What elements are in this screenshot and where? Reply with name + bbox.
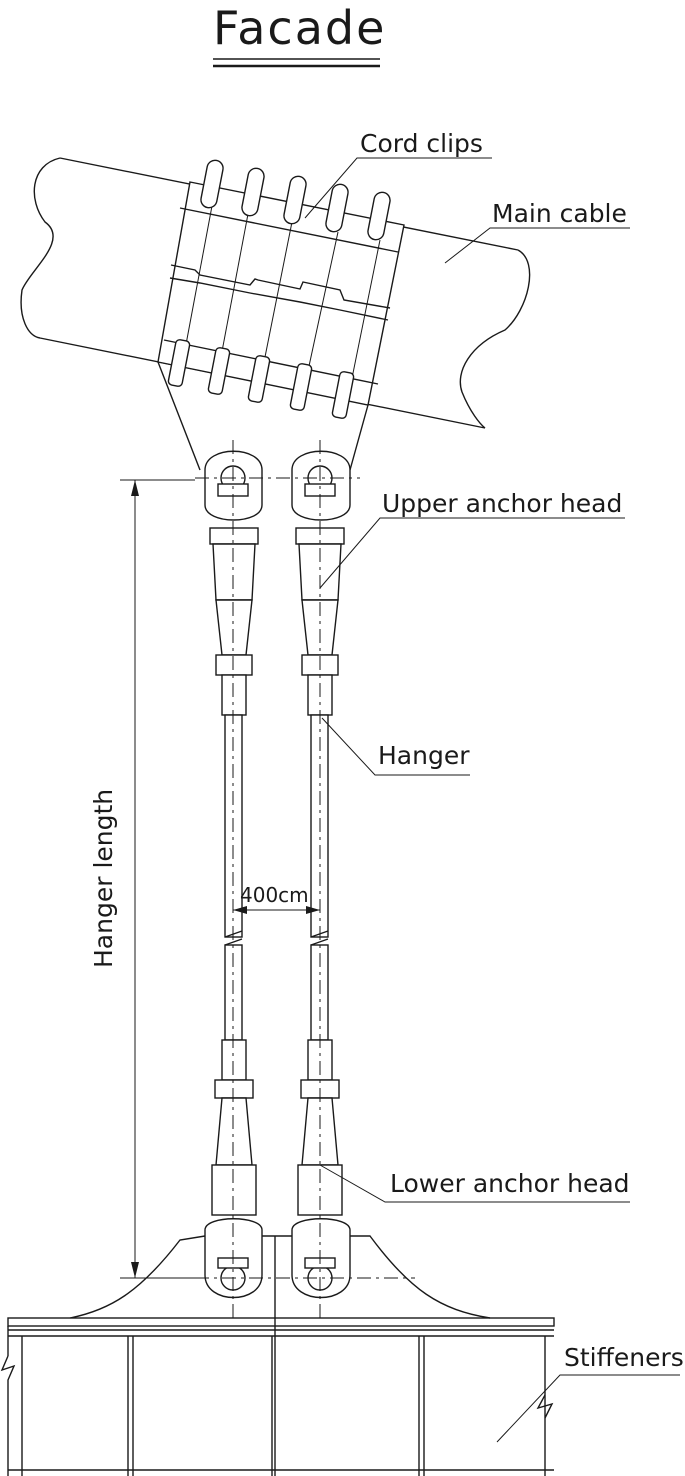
cable-band (157, 181, 405, 406)
upper-anchor-head-label: Upper anchor head (382, 489, 622, 518)
lower-anchor-head-label: Lower anchor head (390, 1169, 630, 1198)
spacing-label: 400cm (240, 883, 309, 907)
hanger-length-dimension (120, 479, 195, 1279)
upper-anchor-head-right (291, 450, 351, 716)
stiffeners-label: Stiffeners (564, 1343, 684, 1372)
cord-clips-leader (304, 157, 492, 219)
main-cable-leader (444, 227, 630, 264)
stiffeners-leader (496, 1374, 680, 1443)
lower-anchor-head-right (291, 1039, 351, 1299)
hanger-leader (321, 717, 470, 776)
upper-anchor-head-left (204, 450, 263, 716)
band-link-right (349, 404, 369, 471)
cord-clips (167, 159, 391, 419)
cord-clips-label: Cord clips (360, 129, 483, 158)
spacing-dimension (233, 906, 320, 914)
gusset-plate (69, 1235, 491, 1319)
hanger-label: Hanger (378, 741, 470, 770)
drawing-title: Facade (213, 1, 386, 55)
stiffened-girder (0, 1317, 555, 1476)
lower-anchor-head-left (204, 1039, 263, 1299)
band-link-left (157, 361, 201, 471)
lower-anchor-head-leader (319, 1164, 630, 1203)
hanger-length-label: Hanger length (89, 789, 118, 968)
upper-anchor-head-leader (319, 517, 625, 589)
main-cable-label: Main cable (492, 199, 627, 228)
